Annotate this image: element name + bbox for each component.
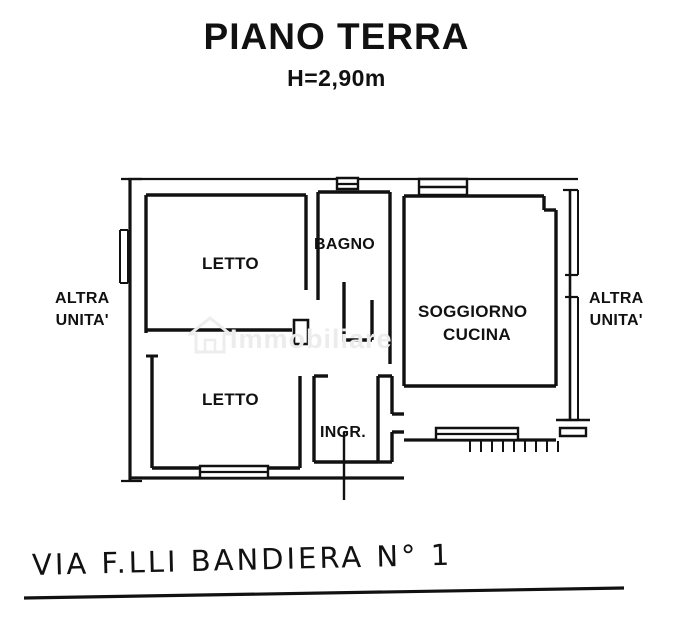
- bagno-partition: [342, 282, 372, 342]
- label-altra-unita-right: ALTRA UNITA': [589, 288, 644, 331]
- door-jamb-letto-upper: [292, 318, 310, 346]
- altra-unita-right-line2: UNITA': [589, 311, 643, 329]
- title-block: PIANO TERRA H=2,90m: [0, 16, 673, 92]
- terrain-hatching: [469, 441, 559, 452]
- altra-unita-right-line1: ALTRA: [589, 290, 644, 307]
- label-altra-unita-left: ALTRA UNITA': [55, 288, 110, 331]
- address-underline: [23, 586, 625, 600]
- altra-unita-left-line1: ALTRA: [55, 290, 110, 307]
- room-label-ingresso: INGR.: [320, 424, 366, 441]
- room-label-cucina: CUCINA: [443, 325, 511, 344]
- room-label-letto-upper: LETTO: [202, 254, 259, 273]
- ceiling-height-label: H=2,90m: [287, 64, 386, 91]
- altra-unita-left-line2: UNITA': [55, 311, 109, 329]
- room-label-letto-lower: LETTO: [202, 390, 259, 409]
- step-block-right: [558, 426, 588, 438]
- room-label-soggiorno: SOGGIORNO: [418, 302, 528, 321]
- page-title: PIANO TERRA: [203, 16, 470, 57]
- room-label-bagno: BAGNO: [314, 236, 376, 253]
